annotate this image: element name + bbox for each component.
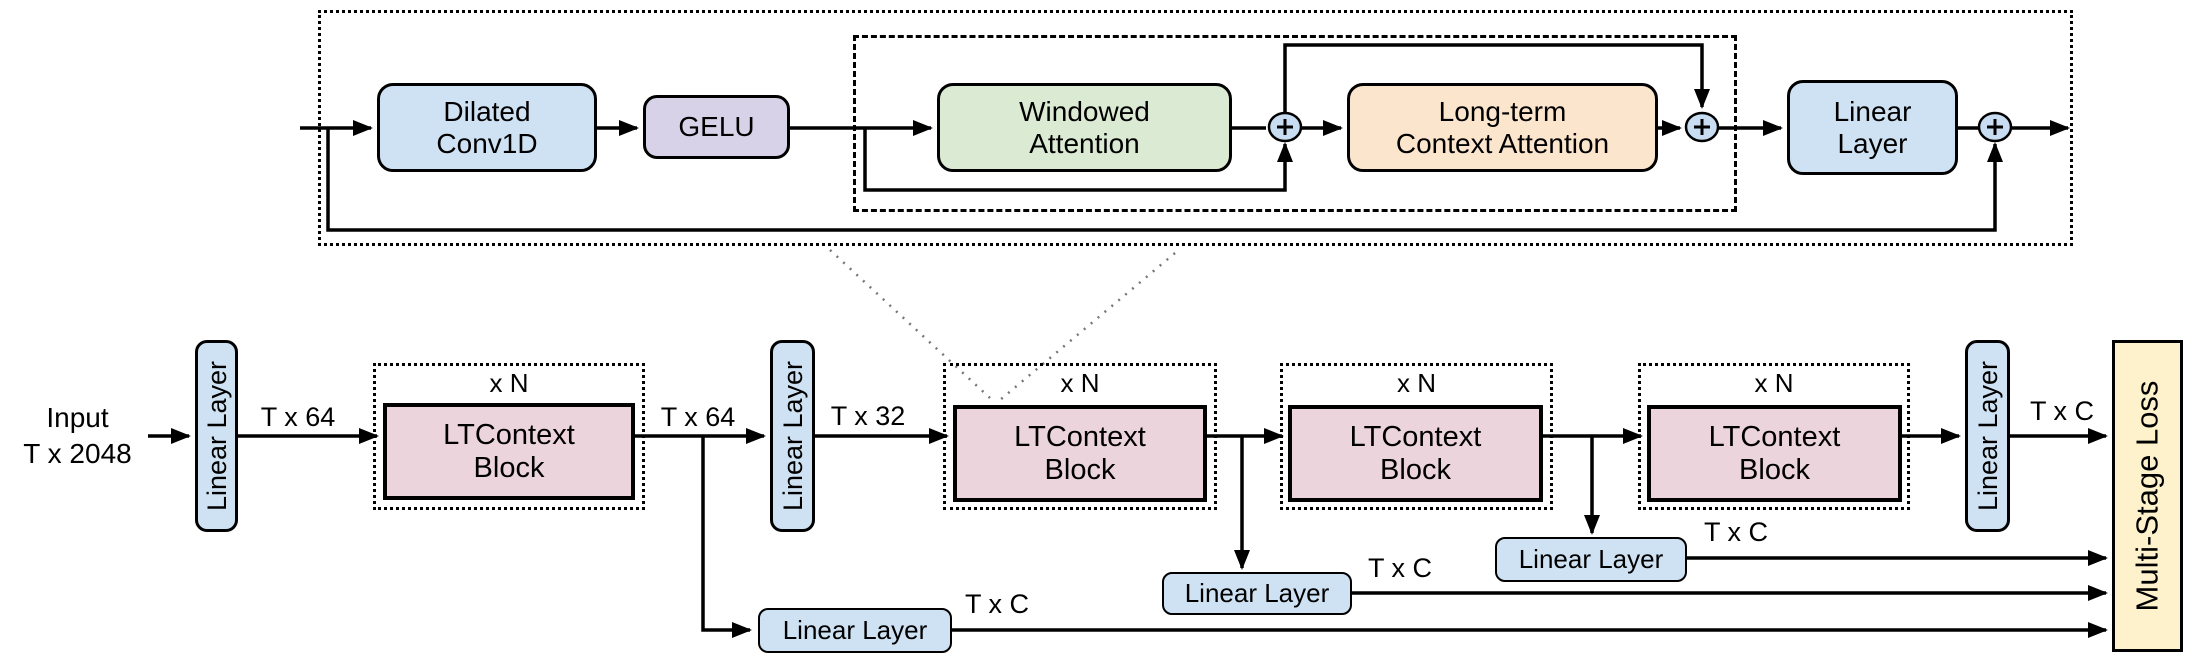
ltcontext-block-1: LTContext Block (383, 403, 635, 500)
repeat-label-4: x N (1754, 368, 1794, 398)
multi-stage-loss-box: Multi-Stage Loss (2112, 340, 2183, 652)
branch-linear-layer-3-label: Linear Layer (1518, 543, 1664, 574)
ltcontext-stage-3-outline: x N (1280, 363, 1553, 510)
dilated-conv1d-box: Dilated Conv1D (377, 83, 597, 172)
dim-label-txc-main: T x C (2012, 396, 2112, 426)
branch-linear-layer-1-label: Linear Layer (782, 614, 928, 645)
branch-linear-layer-2: Linear Layer (1162, 572, 1352, 615)
dim-label-t64-2: T x 64 (648, 402, 748, 432)
branch-linear-layer-1: Linear Layer (758, 608, 952, 653)
dim-t64-1-text: T x 64 (260, 401, 336, 432)
linear-layer-vertical-3-label: Linear Layer (1972, 360, 2003, 512)
dim-label-txc-3: T x C (1692, 516, 1780, 547)
linear-layer-vertical-1-label: Linear Layer (201, 360, 232, 512)
ltcontext-block-3-label: LTContext Block (1349, 421, 1482, 486)
dim-txc-3-text: T x C (1703, 516, 1768, 547)
input-text: Input T x 2048 (5, 398, 150, 474)
detail-linear-layer-box: Linear Layer (1787, 80, 1958, 175)
long-term-context-attention-label: Long-term Context Attention (1395, 96, 1610, 159)
ltcontext-block-4-label: LTContext Block (1708, 421, 1841, 486)
long-term-context-attention-box: Long-term Context Attention (1347, 83, 1658, 172)
dim-txc-1-text: T x C (964, 588, 1029, 619)
ltcontext-block-1-label: LTContext Block (443, 419, 575, 484)
repeat-label-1: x N (489, 368, 529, 398)
dilated-conv1d-label: Dilated Conv1D (436, 96, 538, 159)
ltcontext-stage-2-outline: x N (943, 363, 1217, 510)
linear-layer-vertical-3: Linear Layer (1965, 340, 2010, 532)
ltcontext-block-4: LTContext Block (1647, 405, 1902, 502)
repeat-label-3: x N (1397, 368, 1436, 398)
ltcontext-stage-1-outline: x N (373, 363, 645, 510)
input-shape: T x 2048 (23, 438, 132, 469)
dim-label-txc-2: T x C (1356, 552, 1444, 583)
dim-txc-2-text: T x C (1367, 552, 1432, 583)
windowed-attention-box: Windowed Attention (937, 83, 1232, 172)
ltcontext-block-2-label: LTContext Block (1014, 421, 1146, 486)
branch1-line (701, 436, 752, 638)
repeat-label-2: x N (1060, 368, 1100, 398)
dim-t32-text: T x 32 (830, 400, 906, 431)
input-title: Input (46, 401, 109, 433)
linear-layer-vertical-1: Linear Layer (195, 340, 238, 532)
dim-txc-main-text: T x C (2029, 395, 2094, 426)
gelu-label: GELU (678, 111, 755, 143)
dim-label-txc-1: T x C (953, 588, 1041, 619)
multi-stage-loss-label: Multi-Stage Loss (2129, 380, 2165, 612)
dim-label-t64-1: T x 64 (248, 402, 348, 432)
ltcontext-stage-4-outline: x N (1638, 363, 1910, 510)
detail-linear-layer-label: Linear Layer (1833, 96, 1912, 159)
ltcontext-block-3: LTContext Block (1288, 405, 1543, 502)
linear-layer-vertical-2: Linear Layer (770, 340, 815, 532)
ltcontext-block-2: LTContext Block (953, 405, 1207, 502)
windowed-attention-label: Windowed Attention (1019, 96, 1150, 159)
branch-linear-layer-2-label: Linear Layer (1184, 577, 1330, 608)
linear-layer-vertical-2-label: Linear Layer (777, 360, 808, 512)
dim-t64-2-text: T x 64 (660, 401, 736, 432)
gelu-box: GELU (643, 95, 790, 159)
branch-linear-layer-3: Linear Layer (1495, 537, 1687, 582)
dim-label-t32: T x 32 (818, 401, 918, 431)
